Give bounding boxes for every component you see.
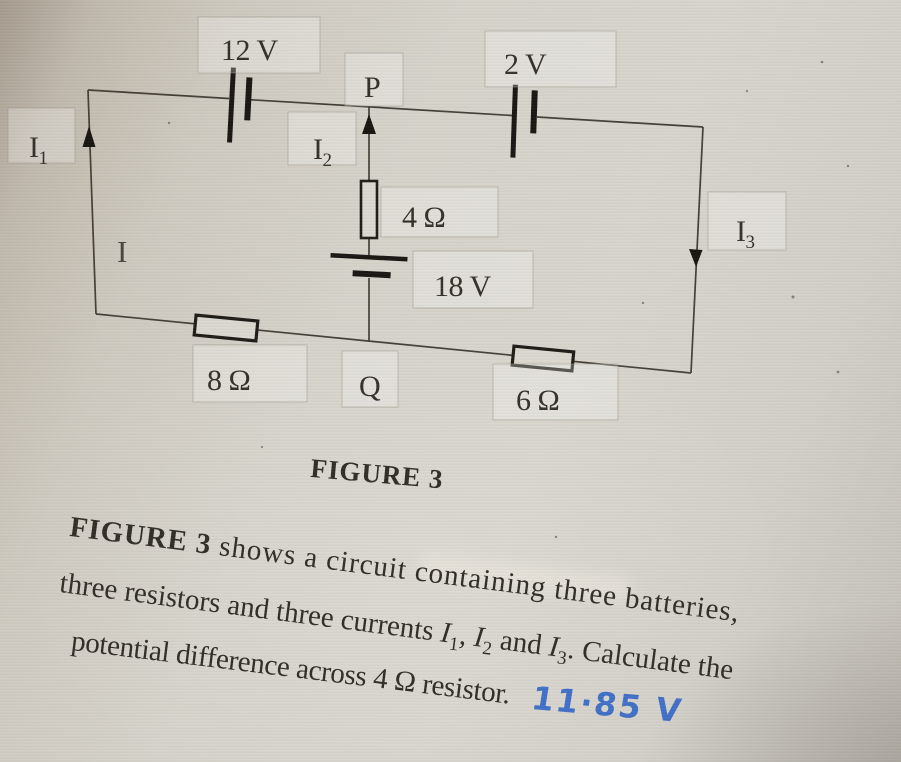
battery-2v-symbol	[510, 84, 538, 158]
label-i2-text: I2	[313, 133, 332, 171]
wire-left	[87, 89, 97, 315]
label-4ohm-text: 4 Ω	[402, 201, 445, 234]
label-2v: 2 V	[484, 30, 617, 88]
label-2v-text: 2 V	[504, 48, 547, 81]
label-current2: I2	[287, 111, 357, 171]
label-8ohm: 8 Ω	[192, 344, 308, 403]
label-2v-box	[484, 30, 617, 88]
label-current1: I1	[7, 107, 76, 169]
label-i1-text: I1	[29, 131, 48, 169]
label-i2-box	[287, 111, 357, 166]
battery-12v-long-plate	[227, 67, 236, 143]
wire-top-left-segment	[87, 89, 230, 100]
label-4ohm-box	[380, 186, 499, 238]
label-18v: 18 V	[412, 250, 534, 309]
battery-2v-short-plate	[530, 90, 538, 134]
label-4ohm: 4 Ω	[380, 186, 499, 238]
label-i3-box	[707, 191, 787, 251]
battery-12v-symbol	[227, 67, 253, 143]
label-node-q: Q	[341, 350, 399, 408]
dust-specks	[167, 60, 850, 539]
label-6ohm-box	[492, 363, 619, 421]
label-node-p: P	[344, 52, 404, 107]
battery-12v-short-plate	[244, 77, 253, 121]
label-12v: 12 V	[197, 16, 321, 74]
battery-18v-short-plate	[352, 270, 391, 279]
label-18v-text: 18 V	[434, 270, 491, 303]
label-p-text: P	[364, 71, 380, 104]
label-8ohm-box	[192, 344, 308, 403]
wire-top-right-segment	[536, 116, 704, 128]
label-i3-text: I3	[736, 215, 755, 253]
text-cursor-glyph: I	[117, 234, 127, 269]
label-i1-box	[7, 107, 76, 164]
label-12v-box	[197, 16, 321, 74]
current2-arrow	[362, 114, 376, 134]
label-12v-text: 12 V	[221, 34, 278, 67]
resistor-4ohm-symbol	[359, 179, 379, 240]
battery-2v-long-plate	[510, 84, 518, 158]
resistor-6ohm-symbol	[510, 344, 576, 373]
label-18v-box	[412, 250, 534, 309]
label-6ohm: 6 Ω	[492, 363, 619, 421]
current3-arrow	[689, 249, 703, 267]
battery-18v-long-plate	[330, 253, 408, 262]
current1-arrow	[82, 126, 96, 147]
label-q-text: Q	[359, 370, 381, 403]
wire-top-middle-segment	[249, 98, 513, 117]
label-8ohm-text: 8 Ω	[207, 364, 250, 397]
label-current3: I3	[707, 191, 787, 253]
label-q-box	[341, 350, 399, 408]
resistor-8ohm-symbol	[192, 313, 260, 343]
label-p-box	[344, 52, 404, 107]
label-6ohm-text: 6 Ω	[516, 384, 559, 417]
battery-18v-symbol	[330, 253, 408, 279]
